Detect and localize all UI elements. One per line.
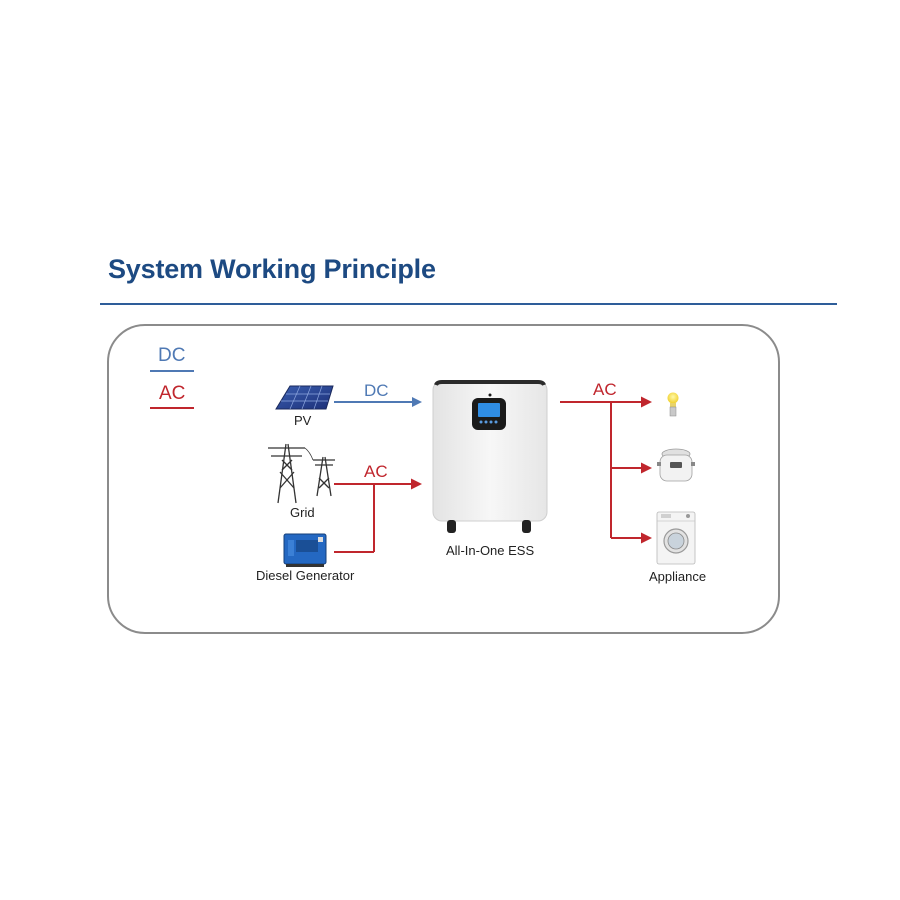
solar-panel-icon [275,385,334,410]
page-title: System Working Principle [108,254,436,284]
flow-label-ac-input: AC [364,462,388,481]
title-divider [100,303,837,305]
rice-cooker-icon [657,448,695,482]
washing-machine-icon [656,511,696,565]
appliance-label: Appliance [649,569,707,584]
light-bulb-icon [667,392,679,417]
pv-label: PV [294,413,312,428]
legend-dc-label: DC [158,345,186,366]
legend-ac-line [150,407,194,409]
diesel-generator-icon [283,533,327,567]
power-pylon-icon [268,443,335,504]
ac-output-flow [560,396,652,544]
diagram-frame [107,324,780,634]
ess-label: All-In-One ESS [446,543,535,558]
legend-ac-label: AC [159,383,186,404]
grid-label: Grid [290,505,315,520]
battery-cabinet-icon [432,380,548,533]
ac-input-flow [334,478,422,553]
legend-dc-line [150,370,194,372]
diesel-generator-label: Diesel Generator [256,568,355,583]
flow-label-dc: DC [364,381,389,400]
flow-label-ac-output: AC [593,380,617,399]
